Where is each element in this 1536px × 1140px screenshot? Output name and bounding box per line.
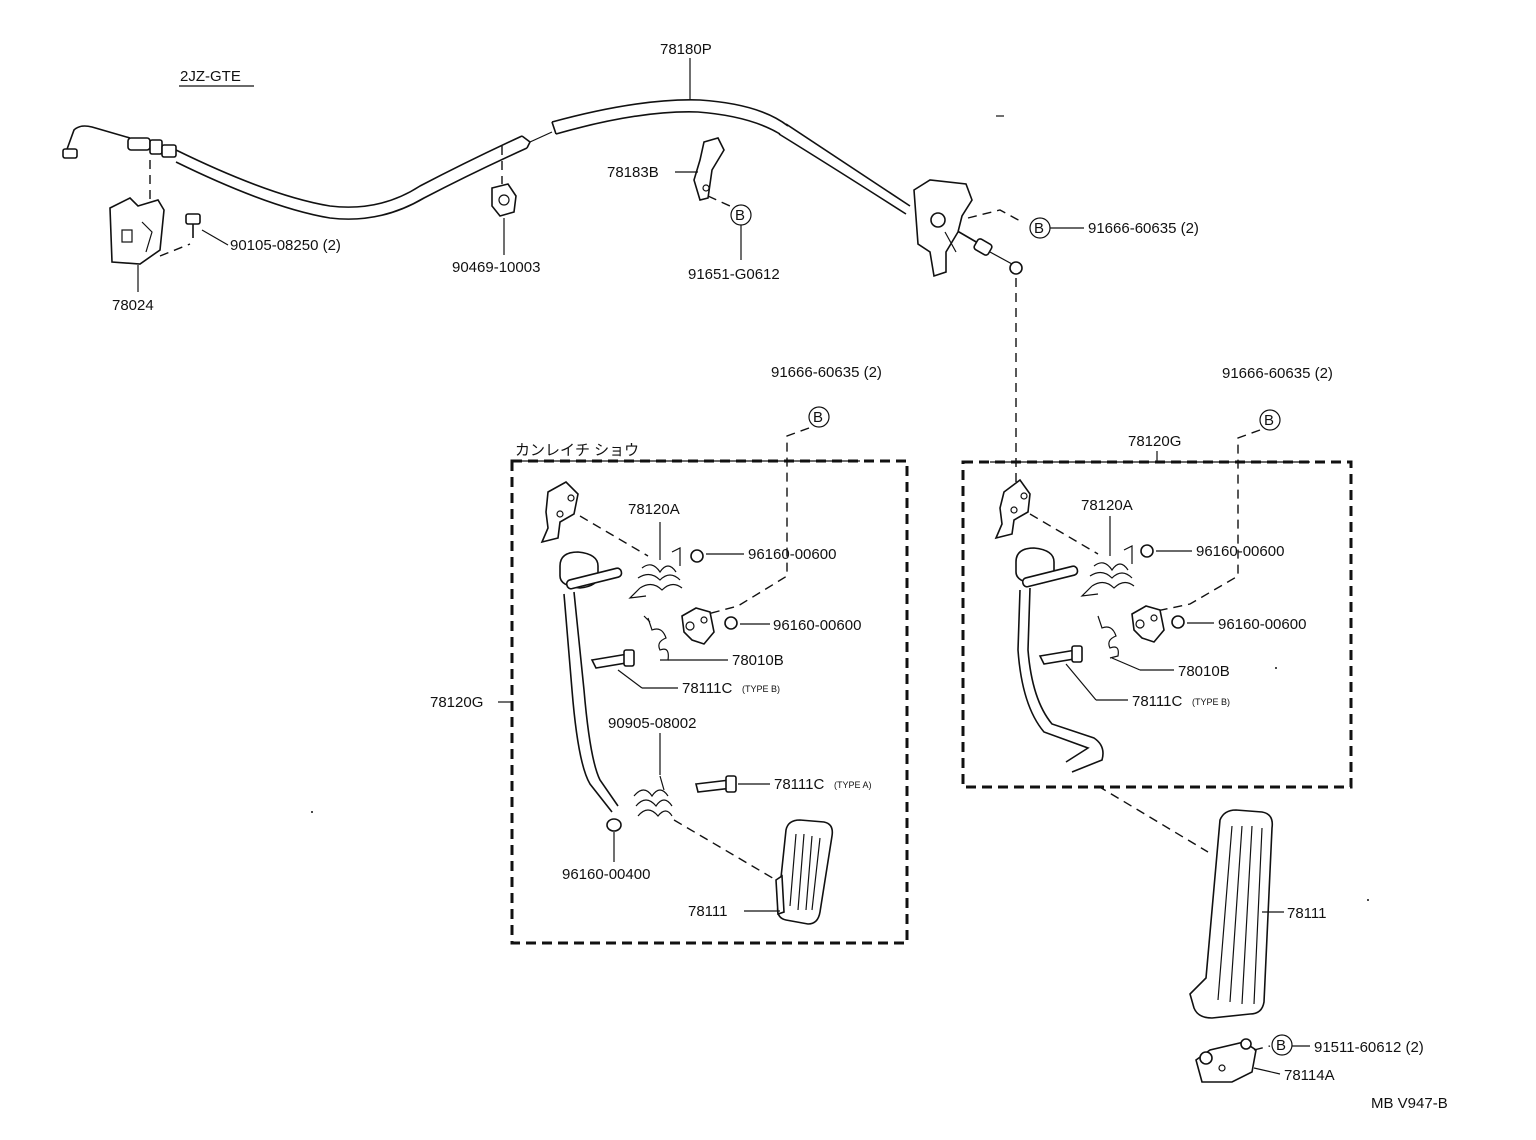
left-box-bolt-b-text: B bbox=[813, 409, 823, 426]
right-pivot-bracket bbox=[1131, 605, 1165, 643]
left-shaft-a-label: 78111C bbox=[774, 776, 824, 793]
right-pad bbox=[1189, 809, 1274, 1019]
hinge-leader bbox=[1253, 1067, 1281, 1075]
right-spring-a-label: 78120A bbox=[1081, 497, 1133, 514]
right-spring-b-leader bbox=[1111, 657, 1141, 671]
right-pedal-bracket bbox=[994, 478, 1031, 540]
right-pad-label: 78111 bbox=[1287, 905, 1327, 922]
left-shaft-a bbox=[695, 775, 737, 793]
left-box-title: カンレイチ ショウ bbox=[515, 442, 639, 459]
right-shaft-b-leader bbox=[1065, 663, 1097, 701]
left-box-bolt-b-symbol bbox=[808, 406, 830, 428]
right-box-bolt-dash bbox=[1151, 429, 1261, 613]
right-box-title: 78120G bbox=[1128, 433, 1181, 450]
left-shaft-b-type: (TYPE B) bbox=[742, 684, 780, 694]
right-spring-a bbox=[1080, 545, 1135, 597]
left-shaft-a-type: (TYPE A) bbox=[834, 780, 872, 790]
left-spring-b-label: 78010B bbox=[732, 652, 784, 669]
right-box-bolt-b-text: B bbox=[1264, 412, 1274, 429]
right-shaft-b-label: 78111C bbox=[1132, 693, 1182, 710]
cable-clamp bbox=[491, 183, 517, 217]
right-washer-2-label: 96160-00600 bbox=[1218, 616, 1306, 633]
engine-label: 2JZ-GTE bbox=[180, 68, 241, 85]
right-shaft-b-type: (TYPE B) bbox=[1192, 697, 1230, 707]
left-washer-3-label: 96160-00400 bbox=[562, 866, 650, 883]
hinge-label: 78114A bbox=[1284, 1067, 1335, 1084]
right-spring-a-dash bbox=[1029, 513, 1099, 555]
left-box-bolt-label: 91666-60635 (2) bbox=[771, 364, 882, 381]
pad-hinge bbox=[1195, 1038, 1257, 1083]
cable-label: 78180P bbox=[660, 41, 712, 58]
left-pad-dash bbox=[673, 819, 777, 881]
left-spring-a-label: 78120A bbox=[628, 501, 680, 518]
left-washer-1-label: 96160-00600 bbox=[748, 546, 836, 563]
right-washer-1-label: 96160-00600 bbox=[1196, 543, 1284, 560]
left-pad-spring bbox=[633, 775, 673, 817]
left-washer-2 bbox=[724, 616, 738, 630]
left-washer-1 bbox=[690, 549, 704, 563]
accelerator-cable bbox=[62, 99, 1023, 275]
hinge-bolt-dash bbox=[1253, 1045, 1271, 1051]
left-shaft-b bbox=[590, 649, 635, 669]
scan-dot-2 bbox=[1275, 667, 1277, 669]
top-bolt-dash bbox=[967, 209, 1023, 223]
hinge-bolt-b-text: B bbox=[1276, 1037, 1286, 1054]
hinge-bolt-b-symbol bbox=[1271, 1034, 1293, 1056]
left-assy-label: 78120G bbox=[430, 694, 483, 711]
top-bolt-label: 91666-60635 (2) bbox=[1088, 220, 1199, 237]
left-washer-2-label: 96160-00600 bbox=[773, 617, 861, 634]
right-box-bolt-b-symbol bbox=[1259, 409, 1281, 431]
left-pedal-arm bbox=[559, 551, 623, 813]
clamp-bolt-dash bbox=[707, 195, 731, 207]
bracket-bolt-leader bbox=[201, 229, 229, 246]
clamp-bracket-label: 78183B bbox=[607, 164, 659, 181]
scan-dot-1 bbox=[311, 811, 313, 813]
left-washer-3 bbox=[606, 818, 622, 832]
right-box-bolt-label: 91666-60635 (2) bbox=[1222, 365, 1333, 382]
right-shaft-b bbox=[1038, 645, 1083, 665]
clamp-bracket bbox=[693, 137, 725, 201]
left-pedal-bracket bbox=[540, 481, 579, 544]
hinge-bolt-label: 91511-60612 (2) bbox=[1314, 1039, 1424, 1056]
pedal-top-bracket bbox=[913, 179, 973, 278]
clamp-label: 90469-10003 bbox=[452, 259, 540, 276]
scan-dot-3 bbox=[1367, 899, 1369, 901]
top-bolt-b-text: B bbox=[1034, 220, 1044, 237]
left-pivot-bracket bbox=[681, 607, 715, 645]
left-pad bbox=[775, 819, 834, 925]
left-box-bolt-dash bbox=[699, 427, 810, 617]
cable-bracket bbox=[109, 197, 165, 265]
right-washer-1 bbox=[1140, 544, 1154, 558]
clamp-bolt-label: 91651-G0612 bbox=[688, 266, 780, 283]
bracket-bolt-label: 90105-08250 (2) bbox=[230, 237, 341, 254]
right-washer-2 bbox=[1171, 615, 1185, 629]
right-pedal-arm bbox=[1015, 547, 1104, 773]
bracket-bolt-dash bbox=[159, 243, 191, 257]
left-shaft-b-label: 78111C bbox=[682, 680, 732, 697]
right-spring-b bbox=[1097, 615, 1119, 659]
clamp-bolt-b-text: B bbox=[735, 207, 745, 224]
right-box-frame bbox=[961, 460, 1353, 789]
bracket-label: 78024 bbox=[112, 297, 154, 314]
left-spring-a bbox=[628, 547, 683, 599]
left-shaft-b-leader bbox=[617, 669, 643, 689]
bracket-bolt bbox=[185, 213, 201, 238]
left-spring-a-dash bbox=[579, 515, 649, 557]
right-pad-dash bbox=[1097, 785, 1209, 853]
left-spring-b bbox=[643, 615, 669, 661]
sheet-id: MB V947-B bbox=[1371, 1095, 1448, 1112]
left-pad-spring-label: 90905-08002 bbox=[608, 715, 696, 732]
left-pad-label: 78111 bbox=[688, 903, 728, 920]
right-spring-b-label: 78010B bbox=[1178, 663, 1230, 680]
